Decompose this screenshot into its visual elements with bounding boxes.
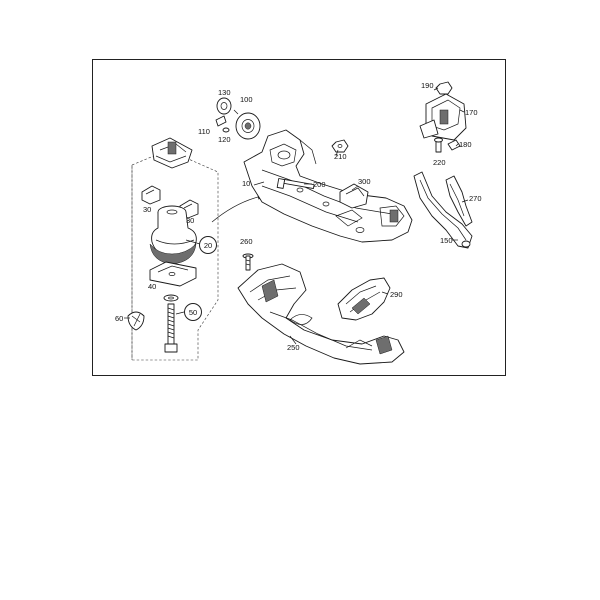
- callout-150: 150: [440, 236, 453, 245]
- callout-170: 170: [465, 108, 478, 117]
- callout-30-right: 30: [186, 216, 195, 225]
- callout-210: 210: [334, 152, 347, 161]
- callout-290: 290: [390, 290, 403, 299]
- callout-250: 250: [287, 343, 300, 352]
- control-arm-270: [445, 175, 473, 227]
- front-subframe: [243, 129, 413, 243]
- bolt-180: [447, 139, 461, 151]
- callout-190: 190: [421, 81, 434, 90]
- callout-220: 220: [433, 158, 446, 167]
- callout-270: 270: [469, 194, 482, 203]
- callout-50-circle: 50: [184, 303, 202, 321]
- callout-260: 260: [240, 237, 253, 246]
- engine-mount-body: [149, 205, 197, 265]
- washer-and-bolt: [163, 294, 179, 353]
- nut-210: [331, 139, 349, 153]
- wheel-hub-group: [215, 97, 261, 140]
- engine-mount-top-bracket: [151, 137, 193, 169]
- callout-20-circle: 20: [199, 236, 217, 254]
- callout-10: 10: [242, 179, 251, 188]
- mount-lower-plate: [149, 261, 197, 287]
- bolt-260: [242, 253, 254, 271]
- callout-100: 100: [240, 95, 253, 104]
- cover-290: [337, 277, 391, 321]
- callout-40: 40: [148, 282, 157, 291]
- callout-110: 110: [198, 127, 210, 136]
- control-arm-150: [413, 171, 473, 249]
- bolt-200: [276, 178, 315, 190]
- callout-300: 300: [358, 177, 371, 186]
- callout-130: 130: [218, 88, 231, 97]
- bolt-220: [434, 137, 443, 153]
- bracket-300: [339, 183, 369, 209]
- clip-60: [127, 311, 145, 331]
- callout-200: 200: [313, 180, 326, 189]
- callout-30-left: 30: [143, 205, 152, 214]
- callout-60: 60: [115, 314, 124, 323]
- right-mount-170: [419, 81, 467, 141]
- callout-180: 180: [459, 140, 472, 149]
- callout-120: 120: [218, 135, 231, 144]
- bracket-30-left: [141, 185, 161, 205]
